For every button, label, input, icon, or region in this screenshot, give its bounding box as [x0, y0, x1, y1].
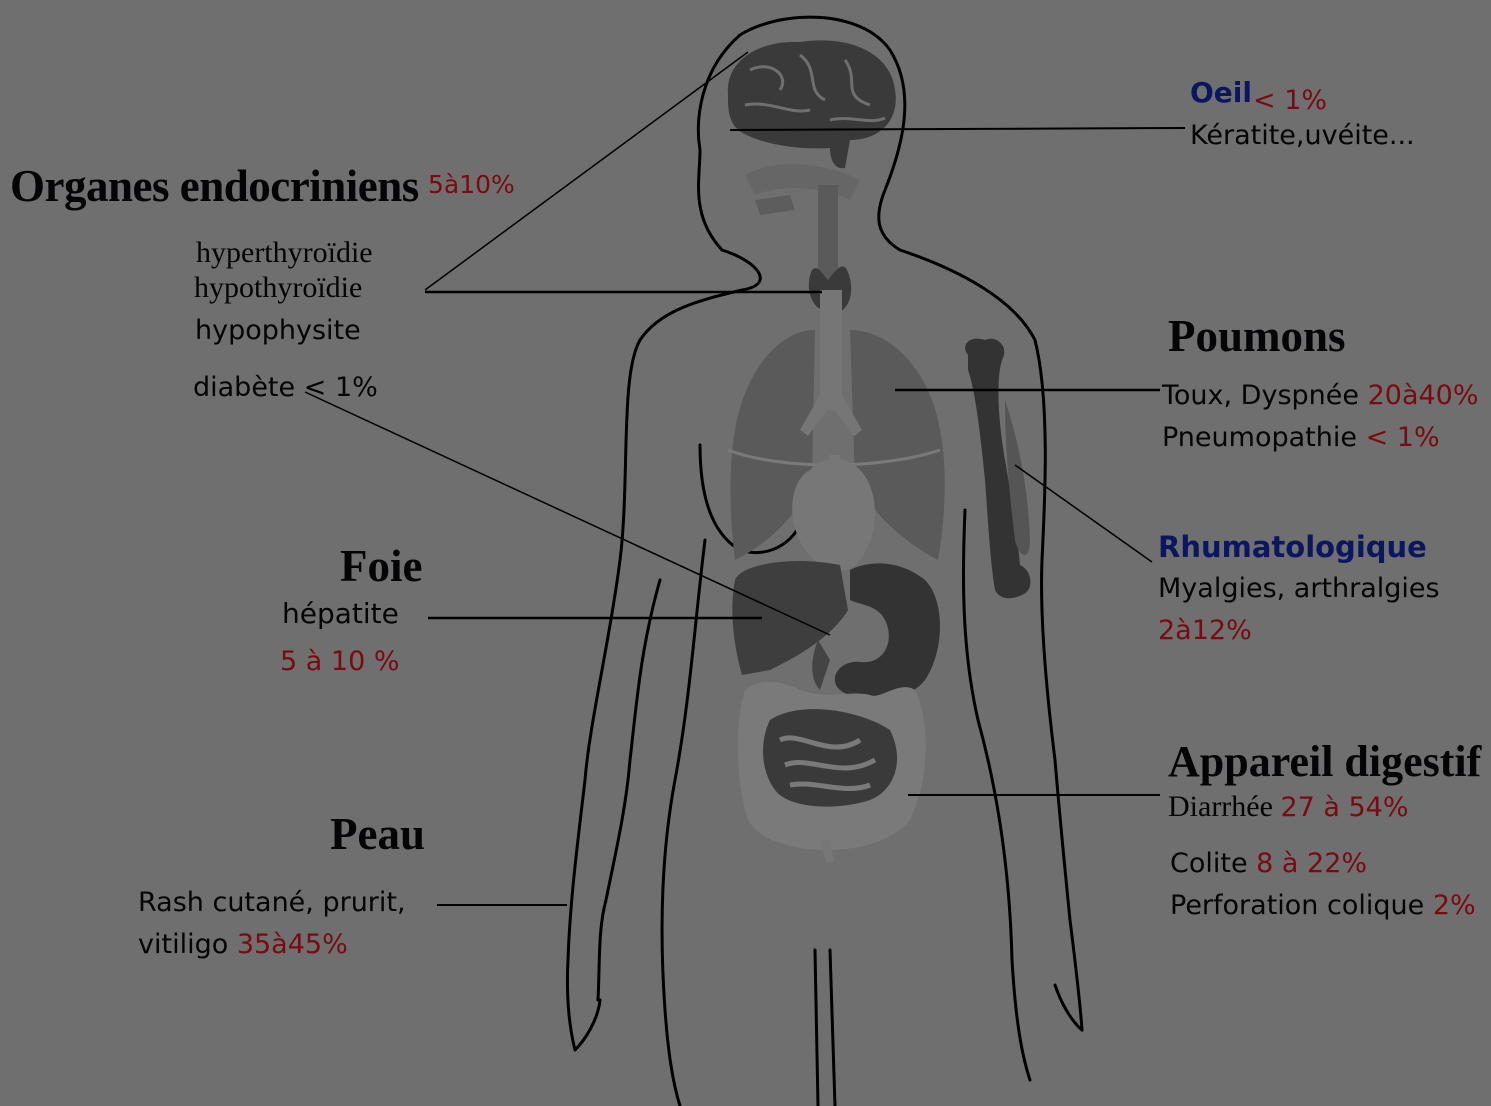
liver-item: hépatite [282, 597, 399, 630]
intestine-icon [738, 682, 926, 862]
diabetes-pct: < 1% [304, 372, 378, 403]
diabetes-label: diabète < 1% [193, 372, 378, 403]
digestive-line3: Perforation colique 2% [1170, 890, 1476, 921]
skin-title: Peau [330, 808, 425, 860]
eye-item: Kératite,uvéite... [1190, 120, 1415, 151]
lungs-pct2: < 1% [1366, 422, 1440, 453]
lungs-line2: Pneumopathie < 1% [1162, 422, 1440, 453]
rheum-title: Rhumatologique [1158, 530, 1427, 564]
diabetes-text: diabète [193, 372, 295, 403]
digestive-item1: Diarrhée [1168, 790, 1273, 823]
lungs-pct1: 20à40% [1368, 380, 1479, 411]
digestive-item3: Perforation colique [1170, 890, 1424, 921]
lungs-item1: Toux, Dyspnée [1162, 380, 1359, 411]
digestive-line2: Colite 8 à 22% [1170, 848, 1367, 879]
digestive-pct2: 8 à 22% [1256, 848, 1367, 879]
lungs-title: Poumons [1168, 310, 1346, 362]
lungs-line1: Toux, Dyspnée 20à40% [1162, 380, 1479, 411]
brain-icon [728, 40, 896, 168]
skin-line2-text: vitiligo [138, 929, 228, 960]
digestive-pct3: 2% [1433, 890, 1476, 921]
rheum-item: Myalgies, arthralgies [1158, 573, 1440, 604]
liver-title: Foie [340, 540, 422, 592]
eye-title: Oeil [1190, 76, 1252, 109]
digestive-item2: Colite [1170, 848, 1248, 879]
endocrine-title: Organes endocriniens [10, 160, 419, 212]
endocrine-pct: 5à10% [428, 170, 515, 199]
rheum-connector [1015, 465, 1152, 562]
liver-pct: 5 à 10 % [280, 646, 399, 677]
eye-pct: < 1% [1253, 85, 1327, 116]
digestive-pct1: 27 à 54% [1280, 792, 1408, 823]
skin-line1: Rash cutané, prurit, [138, 887, 406, 918]
endocrine-title-text: Organes endocriniens [10, 161, 419, 211]
skin-pct: 35à45% [237, 929, 348, 960]
endocrine-item-hyperthyroidie: hyperthyroïdie [196, 236, 373, 270]
skin-line2: vitiligo 35à45% [138, 929, 348, 960]
rheum-pct: 2à12% [1158, 615, 1252, 646]
digestive-line1: Diarrhée 27 à 54% [1168, 790, 1409, 824]
endocrine-item-hypothyroidie: hypothyroïdie [194, 271, 362, 305]
lungs-item2: Pneumopathie [1162, 422, 1357, 453]
digestive-title: Appareil digestif [1168, 736, 1481, 787]
endocrine-item-hypophysite: hypophysite [195, 315, 361, 346]
